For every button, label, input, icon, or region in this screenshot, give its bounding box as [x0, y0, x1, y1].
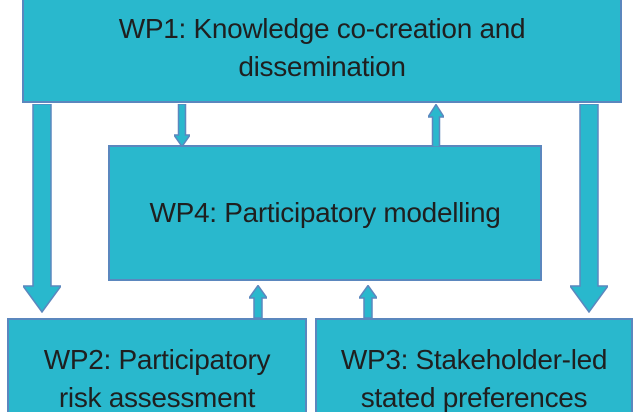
box-wp1: WP1: Knowledge co-creation and dissemina…	[22, 0, 622, 103]
arrow-wp4-to-wp1	[428, 104, 444, 147]
box-wp4: WP4: Participatory modelling	[108, 145, 542, 281]
box-wp1-label-line1: WP1: Knowledge co-creation and	[118, 12, 526, 44]
arrow-wp1-to-wp4	[174, 104, 190, 147]
arrow-wp1-to-wp2	[23, 104, 61, 313]
box-wp2: WP2: Participatory risk assessment	[7, 318, 307, 412]
box-wp3: WP3: Stakeholder-led stated preferences	[315, 318, 633, 412]
arrow-down-shape	[174, 104, 190, 147]
arrow-down-shape	[23, 104, 61, 313]
box-wp2-label-line2: risk assessment	[58, 382, 256, 412]
arrow-wp2-to-wp4	[249, 285, 267, 318]
arrow-up-shape	[249, 285, 267, 318]
arrow-up-shape	[428, 104, 444, 147]
box-wp3-label-line1: WP3: Stakeholder-led	[340, 344, 608, 375]
arrow-wp3-to-wp4	[359, 285, 377, 318]
box-wp1-label-line2: dissemination	[238, 50, 406, 82]
arrow-down-shape	[570, 104, 608, 313]
box-wp2-label-line1: WP2: Participatory	[43, 344, 271, 375]
box-wp4-label-line1: WP4: Participatory modelling	[149, 197, 501, 228]
arrow-up-shape	[359, 285, 377, 318]
box-wp3-label-line2: stated preferences	[360, 382, 588, 412]
arrow-wp1-to-wp3	[570, 104, 608, 313]
